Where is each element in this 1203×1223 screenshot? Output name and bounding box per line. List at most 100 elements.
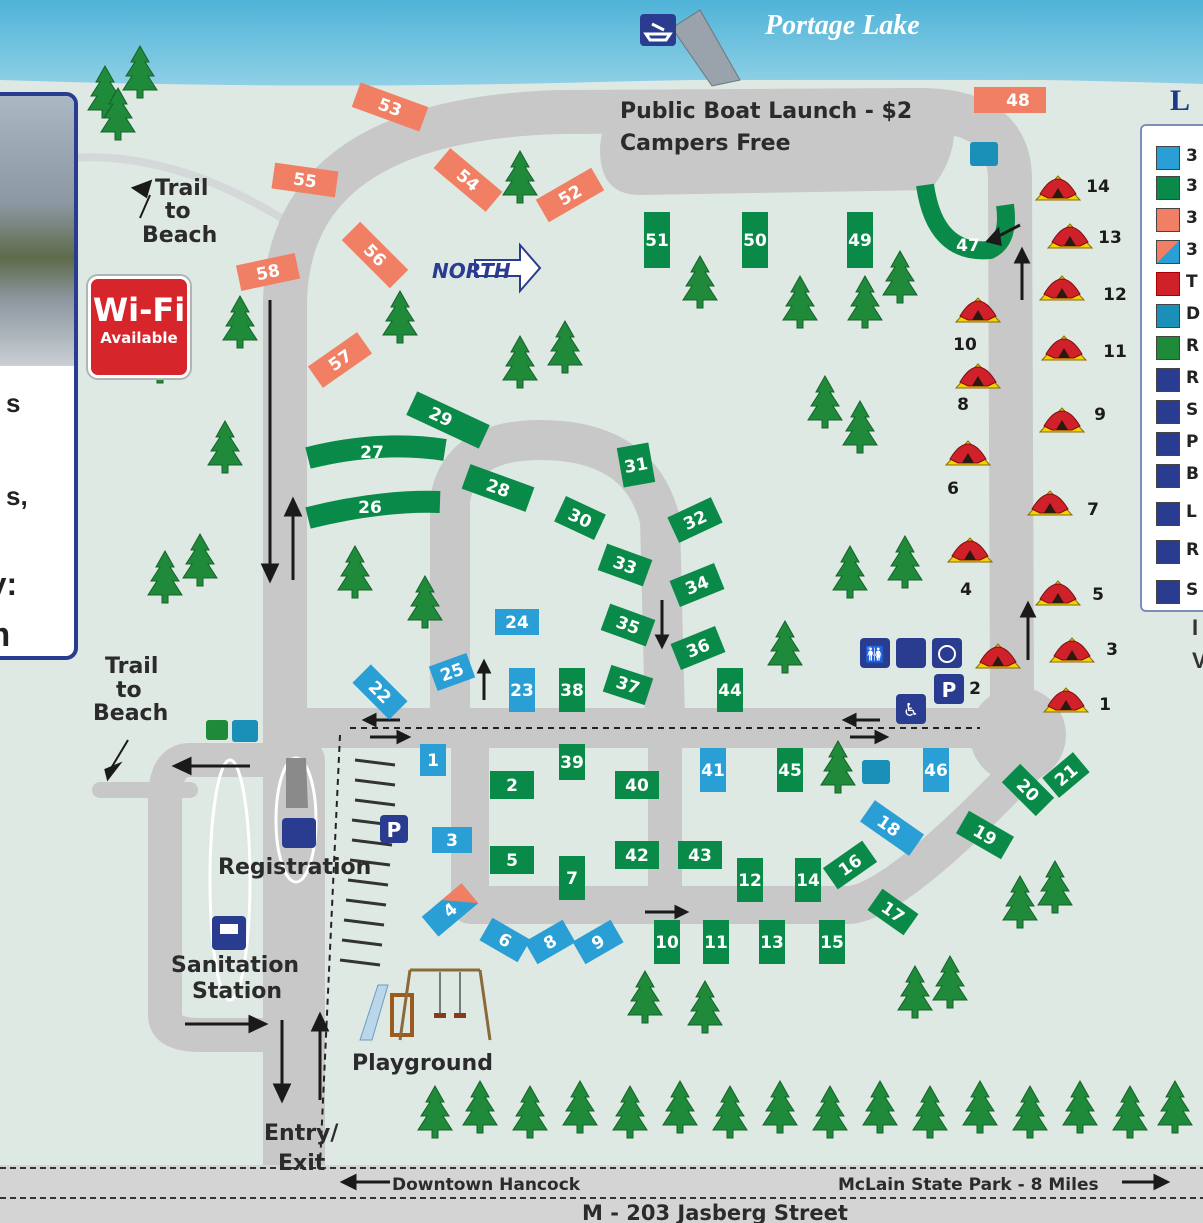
svg-text:46: 46 [924,761,948,781]
boat-launch-label: Public Boat Launch - $2 [620,99,912,124]
site-34[interactable]: 34 [669,563,725,607]
svg-text:P: P [942,678,957,702]
site-28[interactable]: 28 [461,464,535,512]
site-57[interactable]: 57 [307,332,373,388]
site-47[interactable]: 47 [956,236,980,256]
accessible-icon [896,694,926,724]
site-36[interactable]: 36 [670,626,726,670]
site-1[interactable]: 1 [420,744,446,776]
site-46[interactable]: 46 [923,748,949,792]
site-27[interactable]: 27 [360,443,384,463]
svg-text:4: 4 [960,580,972,600]
site-42[interactable]: 42 [615,841,659,869]
site-53[interactable]: 53 [351,82,429,132]
site-22[interactable]: 22 [352,664,408,720]
site-14[interactable]: 14 [795,858,821,902]
site-8[interactable]: 8 [524,919,576,965]
svg-text:6: 6 [947,479,959,499]
site-31[interactable]: 31 [616,442,656,488]
tent-5[interactable]: 5 [1035,580,1104,606]
tent-13[interactable]: 13 [1047,223,1122,249]
legend-recycle-icon [1156,336,1180,360]
legend-row: D [1156,302,1203,328]
svg-text:49: 49 [848,231,872,251]
site-54[interactable]: 54 [433,148,503,212]
site-48[interactable]: 48 [974,87,1046,113]
site-4[interactable]: 4 [421,883,479,937]
svg-text:31: 31 [623,454,650,478]
tent-2[interactable]: 2 [969,643,1021,699]
street-name: M - 203 Jasberg Street [582,1201,848,1223]
site-49[interactable]: 49 [847,212,873,268]
tent-14[interactable]: 14 [1035,175,1110,201]
site-9[interactable]: 9 [572,919,624,965]
legend-row: S [1156,398,1203,424]
site-41[interactable]: 41 [700,748,726,792]
campsites: 53 48 55 54 52 58 56 57 51 50 49 47 29 2… [235,82,1090,965]
site-44[interactable]: 44 [717,668,743,712]
svg-text:15: 15 [820,933,844,953]
site-15[interactable]: 15 [819,920,845,964]
site-56[interactable]: 56 [341,221,409,289]
tent-6[interactable]: 6 [945,440,991,499]
svg-text:11: 11 [704,933,728,953]
svg-text:2: 2 [969,679,981,699]
site-40[interactable]: 40 [615,771,659,799]
site-45[interactable]: 45 [777,748,803,792]
svg-text:27: 27 [360,443,384,463]
site-30[interactable]: 30 [554,496,606,540]
site-5[interactable]: 5 [490,846,534,874]
tent-8[interactable]: 8 [955,363,1001,415]
entry-label-1: Entry/ [264,1121,339,1146]
site-26[interactable]: 26 [358,498,382,518]
site-23[interactable]: 23 [509,668,535,712]
site-24[interactable]: 24 [495,609,539,635]
tent-12[interactable]: 12 [1039,275,1127,305]
playground-label: Playground [352,1051,493,1076]
tent-3[interactable]: 3 [1049,637,1118,663]
site-13[interactable]: 13 [759,920,785,964]
site-32[interactable]: 32 [667,497,723,543]
site-2[interactable]: 2 [490,771,534,799]
site-7[interactable]: 7 [559,856,585,900]
panel-text-3: ty: [0,566,18,602]
site-11[interactable]: 11 [703,920,729,964]
site-6[interactable]: 6 [479,917,531,963]
site-12[interactable]: 12 [737,858,763,902]
parking-icon-2 [934,674,964,704]
site-29[interactable]: 29 [406,391,490,449]
sanitation-label-2: Station [192,979,282,1004]
legend-row: 3 [1156,238,1203,264]
downtown-hancock-label: Downtown Hancock [392,1175,581,1195]
tent-7[interactable]: 7 [1027,490,1099,520]
site-55[interactable]: 55 [271,162,339,198]
legend-swatch-orange [1156,208,1180,232]
sanitation-label-1: Sanitation [171,953,299,978]
site-19[interactable]: 19 [955,810,1015,860]
site-37[interactable]: 37 [602,664,654,706]
svg-text:12: 12 [738,871,762,891]
tent-4[interactable]: 4 [947,537,993,600]
site-25[interactable]: 25 [428,652,476,692]
trail-left-3: Beach [93,701,168,726]
site-10[interactable]: 10 [654,920,680,964]
tent-10[interactable]: 10 [953,297,1001,355]
tent-11[interactable]: 11 [1041,335,1127,362]
wifi-label: Wi-Fi [92,291,186,329]
site-35[interactable]: 35 [600,603,656,647]
site-50[interactable]: 50 [742,212,768,268]
site-52[interactable]: 52 [535,167,605,223]
site-39[interactable]: 39 [559,744,585,780]
site-58[interactable]: 58 [235,253,301,291]
boat-dock [671,9,741,87]
site-51[interactable]: 51 [644,212,670,268]
svg-text:1: 1 [427,751,439,771]
site-38[interactable]: 38 [559,668,585,712]
site-43[interactable]: 43 [678,841,722,869]
site-18[interactable]: 18 [859,800,925,856]
legend-title: L [1170,84,1191,117]
tent-1[interactable]: 1 [1043,687,1111,715]
tent-9[interactable]: 9 [1039,405,1106,433]
site-33[interactable]: 33 [597,543,653,587]
site-3[interactable]: 3 [432,827,472,853]
